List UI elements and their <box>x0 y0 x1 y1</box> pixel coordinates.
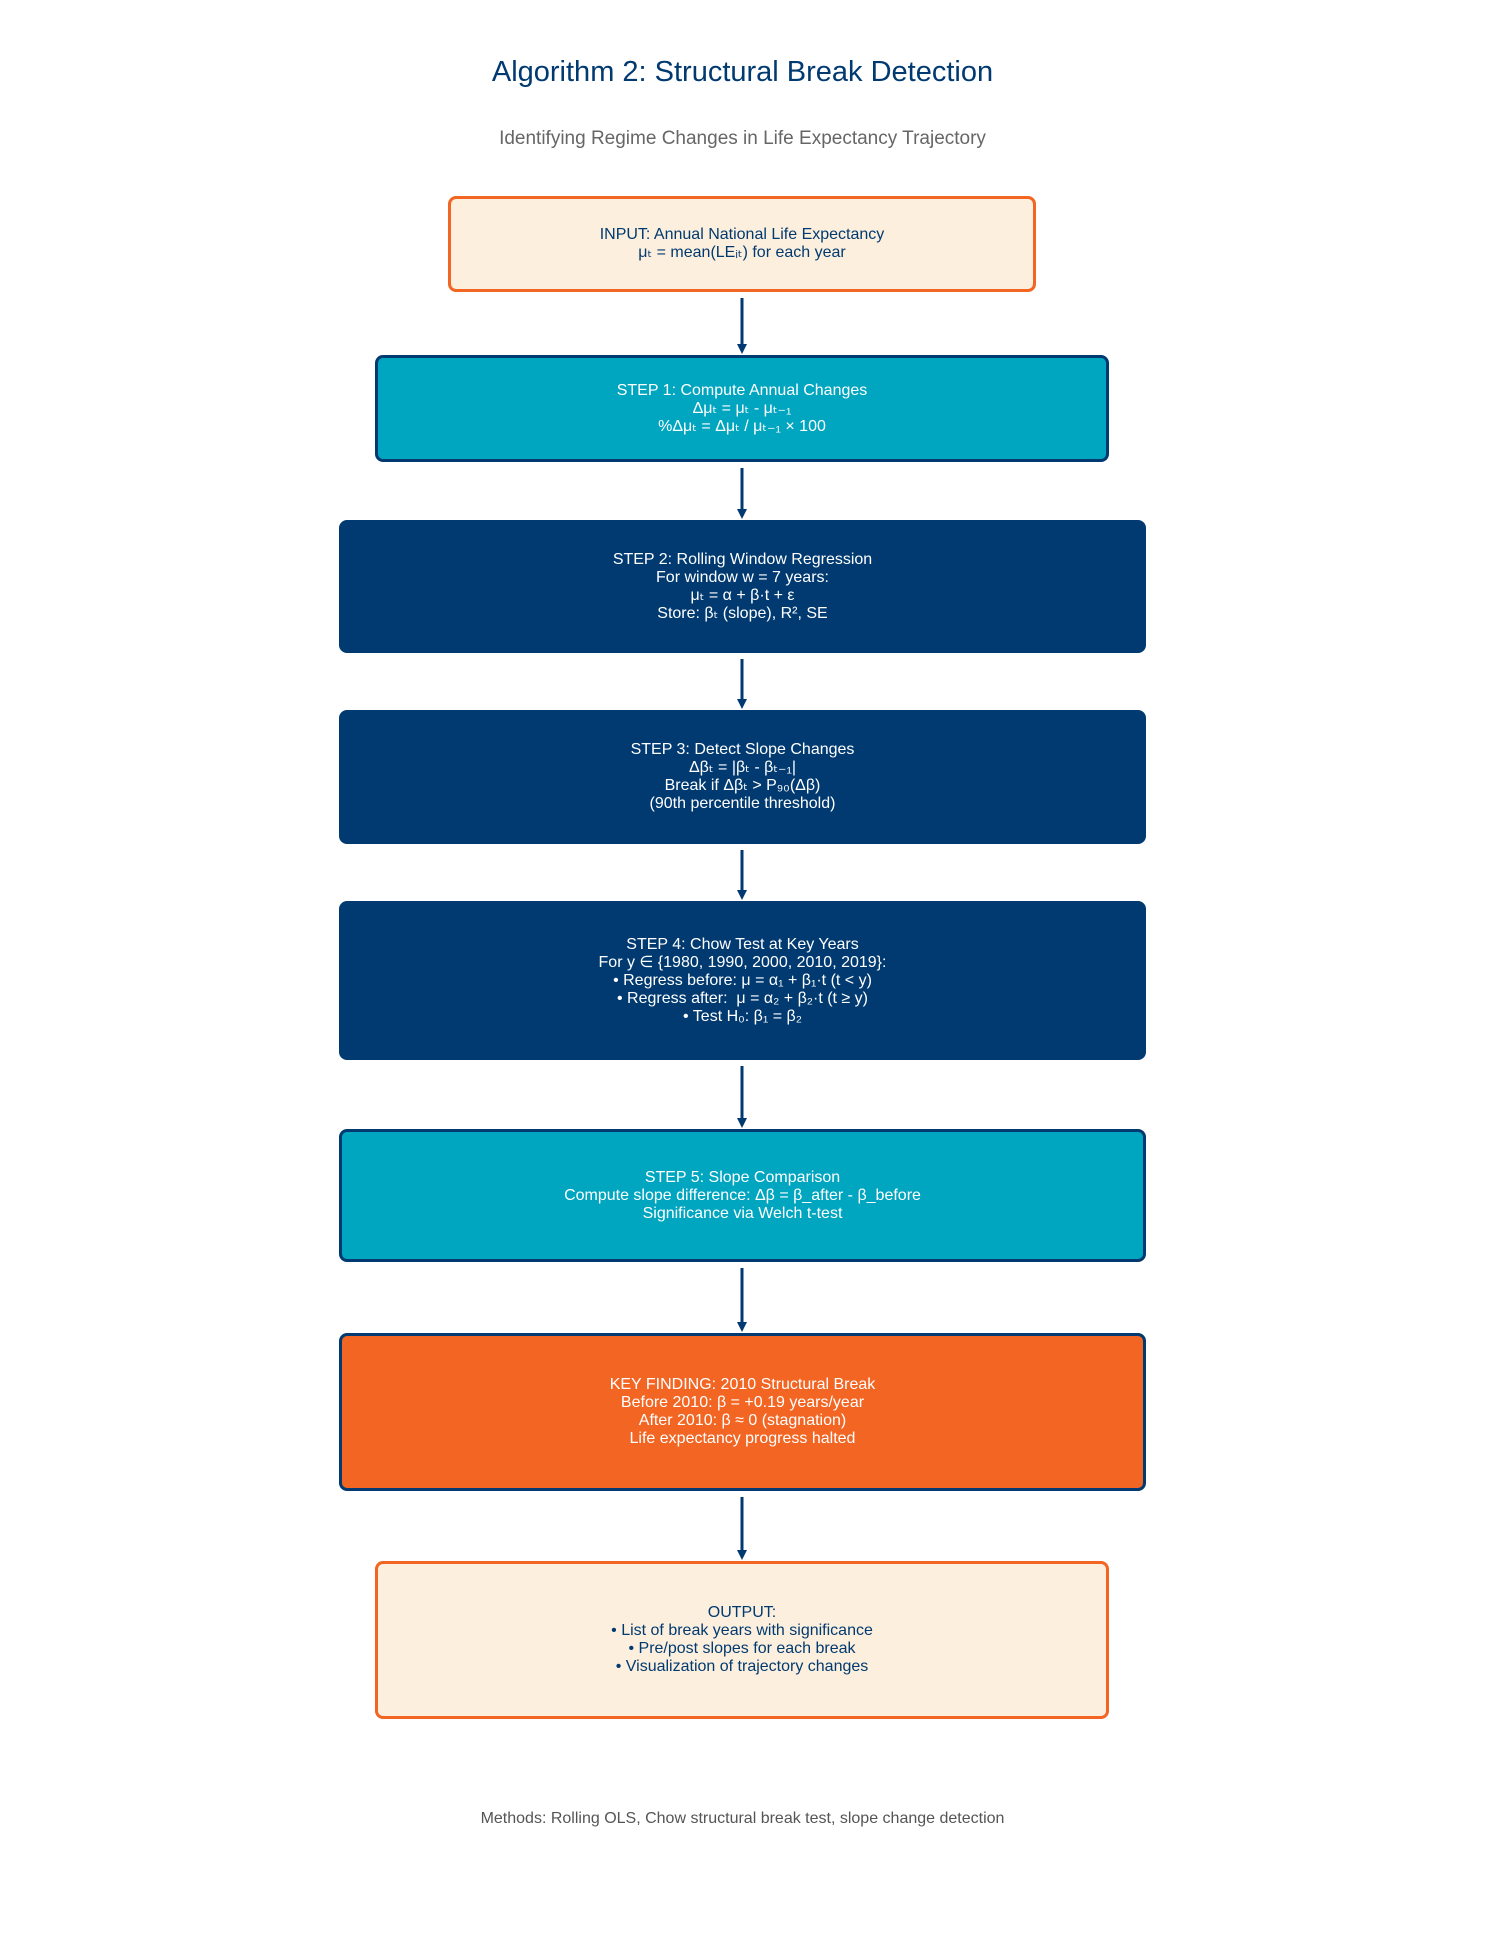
output-line-2: • List of break years with significance <box>611 1622 873 1639</box>
step2-line-1: STEP 2: Rolling Window Regression <box>612 550 873 568</box>
step5-line-2: Compute slope difference: Δβ = β_after -… <box>564 1186 921 1204</box>
output-box: OUTPUT:• List of break years with signif… <box>375 1561 1109 1719</box>
finding-line-3: After 2010: β ≈ 0 (stagnation) <box>638 1412 847 1429</box>
step3-line-4: (90th percentile threshold) <box>649 795 836 812</box>
input-line-2: μₜ = mean(LEᵢₜ) for each year <box>638 244 846 261</box>
step3-line-2: Δβₜ = |βₜ - βₜ₋₁| <box>688 759 797 776</box>
step4-line-5: • Test H₀: β₁ = β₂ <box>683 1007 802 1025</box>
step2-line-3: μₜ = α + β·t + ε <box>690 586 795 604</box>
diagram-subtitle: Identifying Regime Changes in Life Expec… <box>499 128 986 149</box>
output-line-1: OUTPUT: <box>707 1604 777 1621</box>
finding-line-2: Before 2010: β = +0.19 years/year <box>620 1394 865 1411</box>
step3-line-3: Break if Δβₜ > P₉₀(Δβ) <box>664 777 821 794</box>
step4-line-4: • Regress after: μ = α₂ + β₂·t (t ≥ y) <box>617 989 868 1007</box>
input-line-1: INPUT: Annual National Life Expectancy <box>599 226 885 243</box>
step5-line-3: Significance via Welch t-test <box>642 1204 843 1222</box>
step4-line-1: STEP 4: Chow Test at Key Years <box>626 935 859 953</box>
step5-line-1: STEP 5: Slope Comparison <box>644 1168 841 1186</box>
step1-line-1: STEP 1: Compute Annual Changes <box>616 381 868 399</box>
step1-line-2: Δμₜ = μₜ - μₜ₋₁ <box>692 399 792 417</box>
diagram-title: Algorithm 2: Structural Break Detection <box>491 56 994 88</box>
step4-line-3: • Regress before: μ = α₁ + β₁·t (t < y) <box>613 971 872 989</box>
step1-line-3: %Δμₜ = Δμₜ / μₜ₋₁ × 100 <box>658 417 826 435</box>
step2-line-2: For window w = 7 years: <box>656 568 829 586</box>
output-line-4: • Visualization of trajectory changes <box>615 1658 869 1675</box>
output-line-3: • Pre/post slopes for each break <box>628 1640 856 1657</box>
step4-line-2: For y ∈ {1980, 1990, 2000, 2010, 2019}: <box>598 953 887 971</box>
step3-line-1: STEP 3: Detect Slope Changes <box>630 741 855 758</box>
finding-line-1: KEY FINDING: 2010 Structural Break <box>609 1376 876 1393</box>
finding-line-4: Life expectancy progress halted <box>629 1430 856 1447</box>
step2-line-4: Store: βₜ (slope), R², SE <box>657 604 828 622</box>
methods-footer: Methods: Rolling OLS, Chow structural br… <box>480 1810 1005 1827</box>
